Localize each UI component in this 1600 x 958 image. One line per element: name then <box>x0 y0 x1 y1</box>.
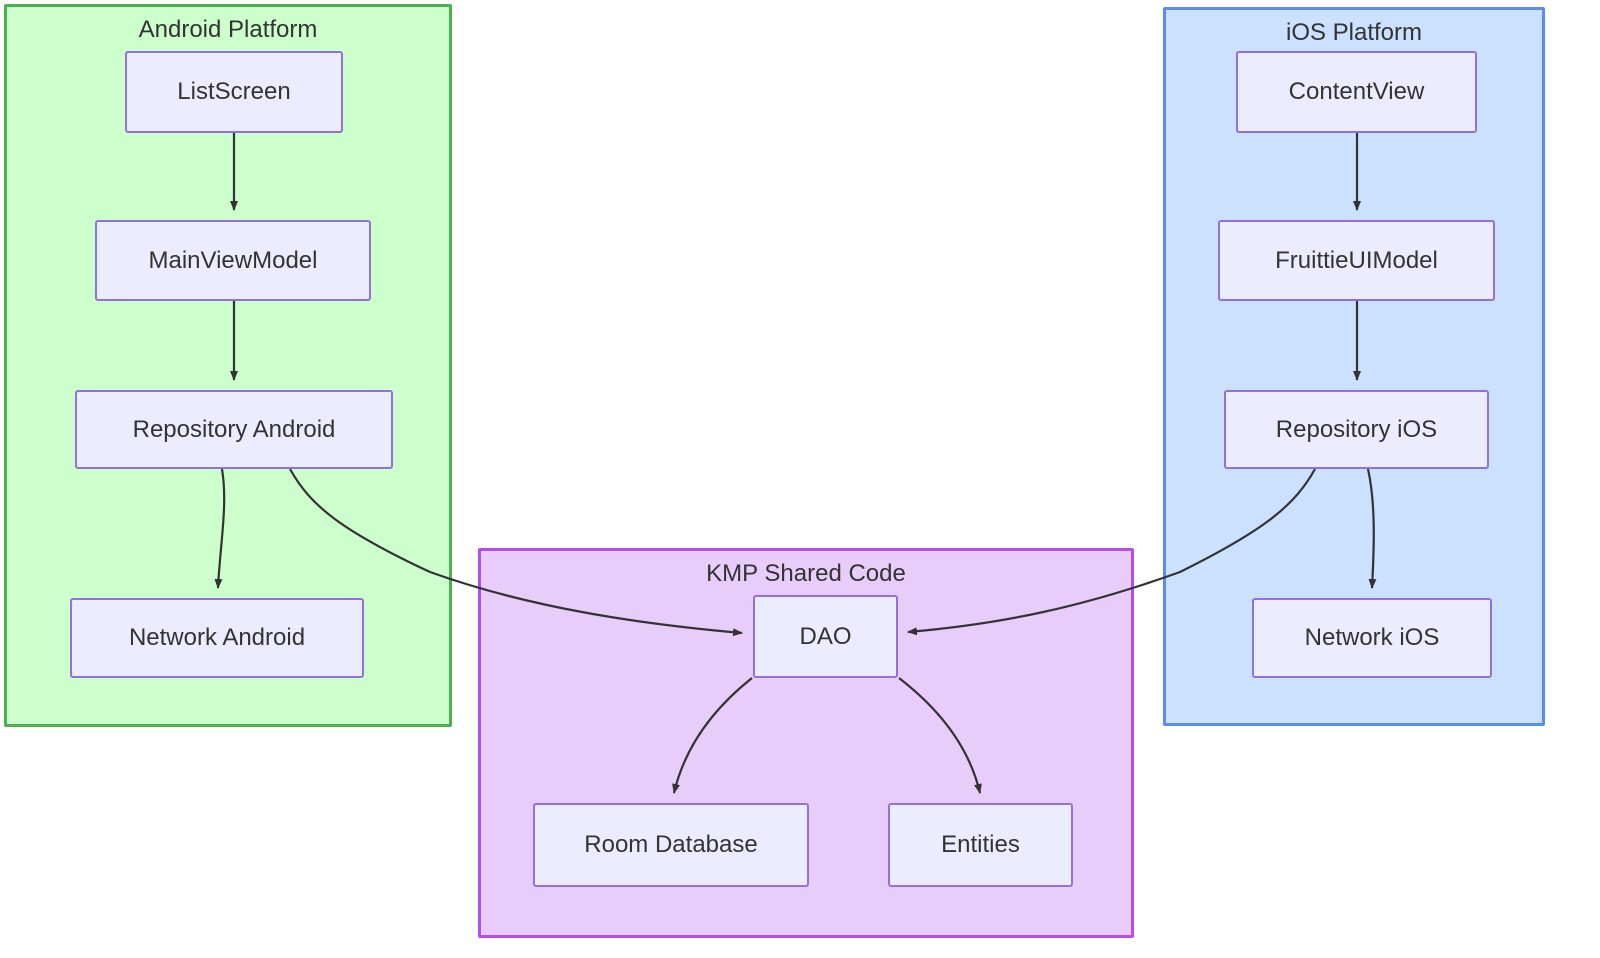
node-dao[interactable]: DAO <box>753 595 898 678</box>
node-network-android[interactable]: Network Android <box>70 598 364 678</box>
node-label-listscreen: ListScreen <box>177 78 291 106</box>
node-label-network-ios: Network iOS <box>1304 624 1440 652</box>
node-listscreen[interactable]: ListScreen <box>125 51 343 133</box>
node-contentview[interactable]: ContentView <box>1236 51 1477 133</box>
node-entities[interactable]: Entities <box>888 803 1073 887</box>
node-fruittieuimodel[interactable]: FruittieUIModel <box>1218 220 1495 301</box>
node-label-room-database: Room Database <box>584 831 758 859</box>
node-label-repository-ios: Repository iOS <box>1275 415 1438 443</box>
node-label-mainviewmodel: MainViewModel <box>148 246 318 274</box>
node-label-contentview: ContentView <box>1288 78 1425 106</box>
node-label-fruittieuimodel: FruittieUIModel <box>1275 246 1438 274</box>
node-network-ios[interactable]: Network iOS <box>1252 598 1492 678</box>
cluster-title-shared: KMP Shared Code <box>706 560 906 587</box>
node-repository-android[interactable]: Repository Android <box>75 390 393 469</box>
node-room-database[interactable]: Room Database <box>533 803 809 887</box>
node-label-network-android: Network Android <box>128 624 306 652</box>
node-repository-ios[interactable]: Repository iOS <box>1224 390 1489 469</box>
node-mainviewmodel[interactable]: MainViewModel <box>95 220 371 301</box>
cluster-title-ios: iOS Platform <box>1285 19 1423 46</box>
node-label-entities: Entities <box>941 831 1020 859</box>
node-label-dao: DAO <box>799 622 852 650</box>
cluster-title-android: Android Platform <box>138 16 318 43</box>
node-label-repository-android: Repository Android <box>132 415 336 443</box>
